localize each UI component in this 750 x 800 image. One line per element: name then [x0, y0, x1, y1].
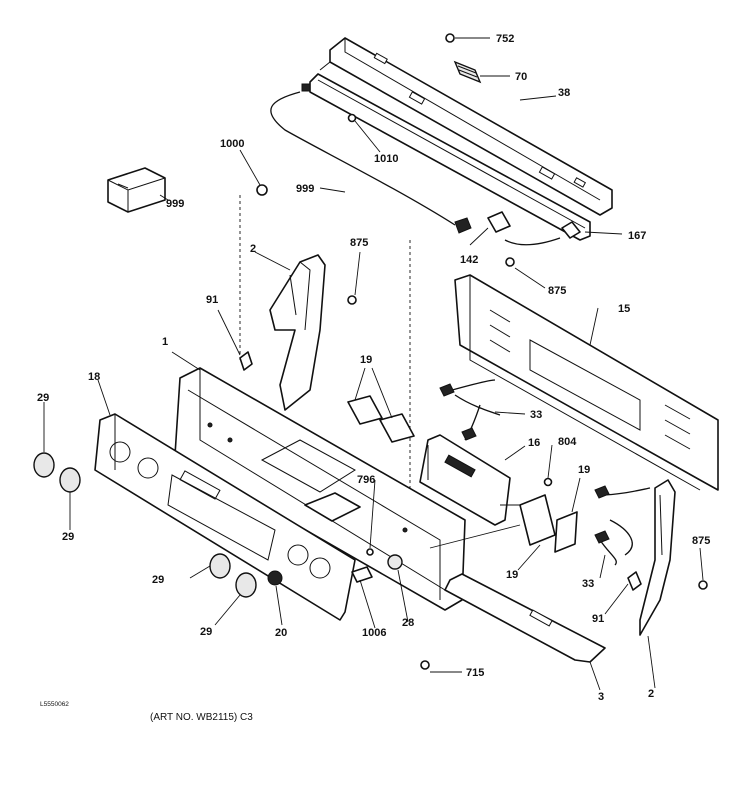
callout-labels: 752 70 38 1010 1000 999 999 167 142 875 …: [37, 33, 710, 703]
control-board-16: [419, 434, 511, 526]
callout-18: 18: [88, 371, 100, 383]
end-cap-right: [639, 479, 676, 636]
packaged-part-999: [107, 167, 166, 213]
screw-875-b: [505, 257, 515, 267]
switch-19-a: [347, 395, 415, 443]
control-panel-18: [94, 413, 356, 621]
callout-796: 796: [357, 474, 375, 486]
knob-29-d: [235, 572, 257, 598]
callout-38: 38: [558, 87, 570, 99]
callout-142: 142: [460, 254, 478, 266]
callout-3: 3: [598, 691, 604, 703]
callout-16: 16: [528, 437, 540, 449]
knob-29-b: [59, 467, 81, 493]
screw-752: [445, 33, 455, 43]
wire-harness-999: [270, 91, 561, 246]
fluorescent-tube: [301, 73, 591, 241]
art-number-note: (ART NO. WB2115) C3: [150, 712, 253, 723]
drawing-code: L5550062: [40, 701, 69, 708]
callout-29-c: 29: [152, 574, 164, 586]
leader-lines: [43, 37, 704, 691]
callout-167: 167: [628, 230, 646, 242]
callout-29-a: 29: [37, 392, 49, 404]
knob-29-c: [209, 553, 231, 579]
callout-70: 70: [515, 71, 527, 83]
end-cap-left: [269, 254, 326, 411]
screw-804: [543, 477, 553, 487]
switch-19-c: [554, 511, 578, 553]
callout-91-left: 91: [206, 294, 218, 306]
backsplash-frame-1: [174, 367, 466, 611]
trim-strip-3: [444, 573, 606, 663]
light-bracket-38: [319, 37, 613, 216]
callout-29-b: 29: [62, 531, 74, 543]
rear-panel-15: [454, 274, 719, 491]
callout-33-upper: 33: [530, 409, 542, 421]
callout-19-right-upper: 19: [578, 464, 590, 476]
callout-999-box: 999: [166, 198, 184, 210]
switch-19-b: [519, 494, 556, 546]
part-70: [453, 60, 482, 84]
callout-28: 28: [402, 617, 414, 629]
callout-999-wire: 999: [296, 183, 314, 195]
callout-1000: 1000: [220, 138, 244, 150]
callout-91-right: 91: [592, 613, 604, 625]
callout-1006: 1006: [362, 627, 386, 639]
screw-1010: [347, 113, 357, 123]
callout-875-upper-left: 875: [350, 237, 368, 249]
screw-796: [366, 548, 374, 556]
clip-91-left: [239, 351, 253, 371]
knob-20: [267, 570, 283, 586]
callout-20: 20: [275, 627, 287, 639]
callout-1010: 1010: [374, 153, 398, 165]
knob-29-a: [33, 452, 55, 478]
callout-804: 804: [558, 436, 577, 448]
screw-715: [420, 660, 430, 670]
callout-1: 1: [162, 336, 168, 348]
screw-875-c: [698, 580, 708, 590]
harness-33-lower: [599, 487, 651, 566]
callout-29-d: 29: [200, 626, 212, 638]
screw-1000: [256, 184, 268, 196]
callout-33-lower: 33: [582, 578, 594, 590]
callout-875-right: 875: [692, 535, 710, 547]
part-1006: [351, 566, 373, 583]
callout-752: 752: [496, 33, 514, 45]
callout-2-left: 2: [250, 243, 256, 255]
callout-2-right: 2: [648, 688, 654, 700]
callout-19-right-lower: 19: [506, 569, 518, 581]
knob-28: [387, 554, 403, 570]
callout-19-upper: 19: [360, 354, 372, 366]
callout-15: 15: [618, 303, 630, 315]
clip-91-right: [627, 571, 642, 591]
callout-875-upper-right: 875: [548, 285, 566, 297]
screw-875-a: [347, 295, 357, 305]
callout-715: 715: [466, 667, 484, 679]
